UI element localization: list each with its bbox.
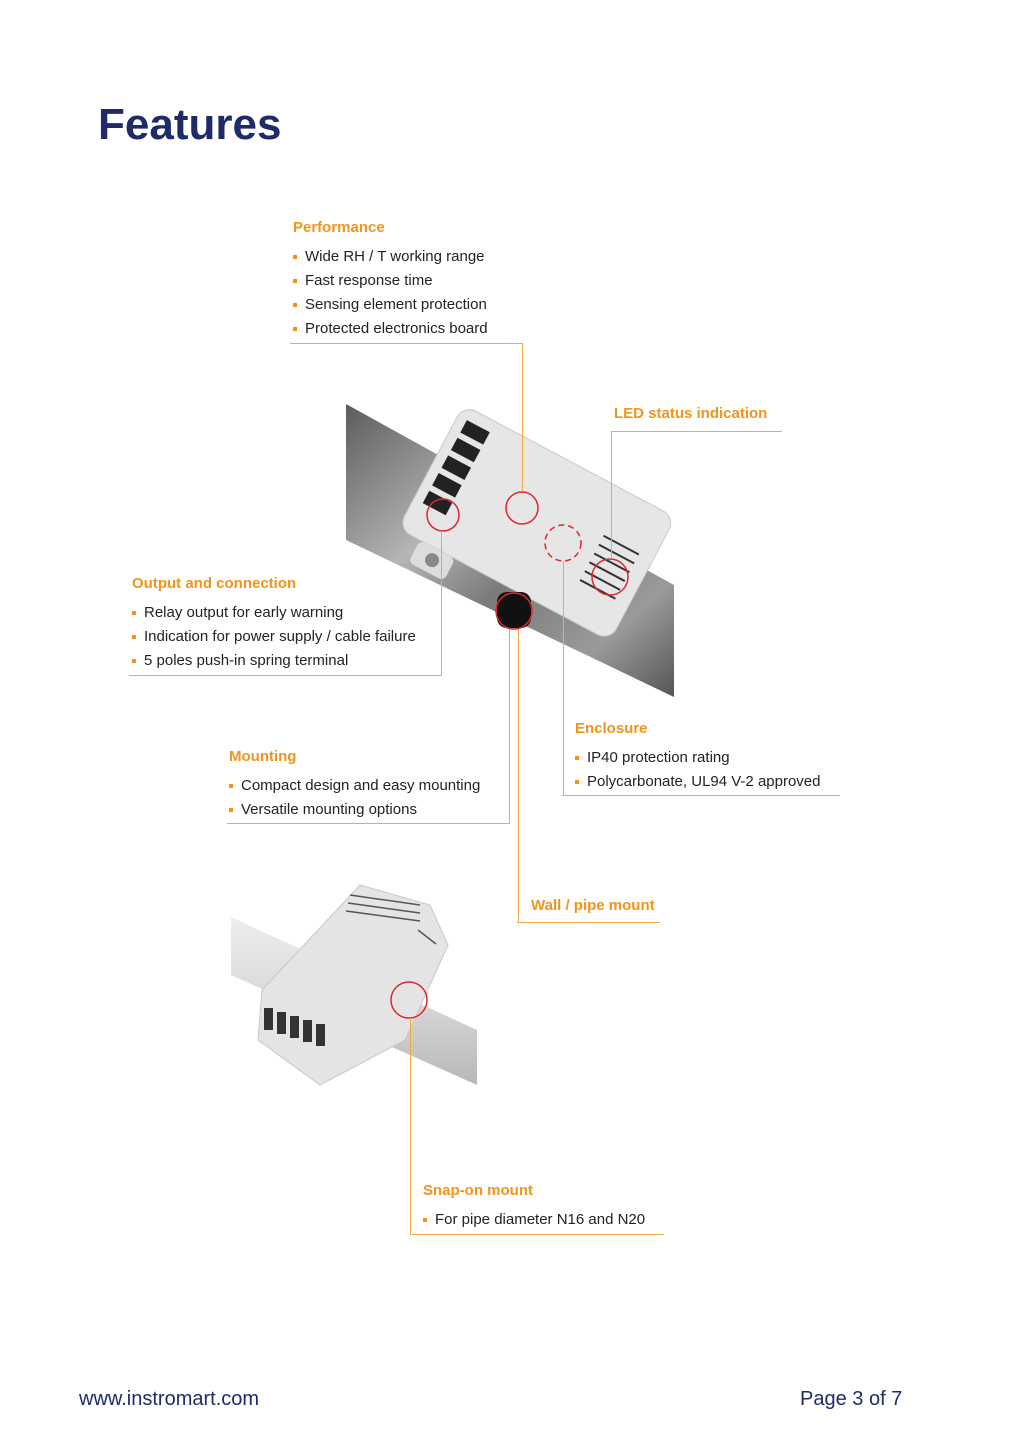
led-section: LED status indication (614, 405, 767, 431)
wall-pipe-section: Wall / pipe mount (531, 897, 655, 923)
list-item: For pipe diameter N16 and N20 (423, 1208, 645, 1232)
mounting-leader-line (227, 823, 510, 824)
section-title: Enclosure (575, 720, 648, 737)
snap-on-section: Snap-on mount For pipe diameter N16 and … (423, 1182, 645, 1232)
mounting-section: Mounting Compact design and easy mountin… (229, 748, 480, 822)
performance-leader-line (522, 343, 523, 491)
list-item: 5 poles push-in spring terminal (132, 649, 416, 673)
list-item: Polycarbonate, UL94 V-2 approved (575, 770, 821, 794)
wall-pipe-device-photo (346, 404, 674, 697)
wall-pipe-leader-line (518, 629, 519, 922)
list-item: Compact design and easy mounting (229, 774, 480, 798)
section-title: Wall / pipe mount (531, 897, 655, 914)
list-item: Protected electronics board (293, 317, 488, 341)
led-leader-line (611, 431, 782, 432)
output-leader-line (129, 675, 442, 676)
section-title: Output and connection (132, 575, 297, 592)
performance-leader-line (290, 343, 523, 344)
mounting-leader-line (509, 629, 510, 824)
list-item: Wide RH / T working range (293, 245, 488, 269)
snap-on-leader-line (410, 1234, 664, 1235)
enclosure-leader-line (562, 795, 840, 796)
enclosure-leader-line (563, 561, 564, 795)
footer-page-number: Page 3 of 7 (800, 1388, 903, 1410)
list-item: Fast response time (293, 269, 488, 293)
led-leader-line (611, 431, 612, 559)
list-item: Sensing element protection (293, 293, 488, 317)
output-section: Output and connection Relay output for e… (132, 575, 416, 673)
list-item: Indication for power supply / cable fail… (132, 625, 416, 649)
section-title: Mounting (229, 748, 297, 765)
list-item: Versatile mounting options (229, 798, 480, 822)
list-item: Relay output for early warning (132, 601, 416, 625)
snap-on-leader-line (410, 1018, 411, 1234)
enclosure-section: Enclosure IP40 protection rating Polycar… (575, 720, 821, 794)
list-item: IP40 protection rating (575, 746, 821, 770)
snap-on-device-photo (231, 884, 477, 1086)
performance-section: Performance Wide RH / T working range Fa… (293, 219, 488, 341)
output-leader-line (441, 531, 442, 676)
wall-pipe-leader-line (517, 922, 660, 923)
section-title: Snap-on mount (423, 1182, 533, 1199)
section-title: LED status indication (614, 405, 768, 422)
section-title: Performance (293, 219, 385, 236)
page-title: Features (98, 100, 282, 149)
footer-website-link[interactable]: www.instromart.com (79, 1388, 260, 1410)
